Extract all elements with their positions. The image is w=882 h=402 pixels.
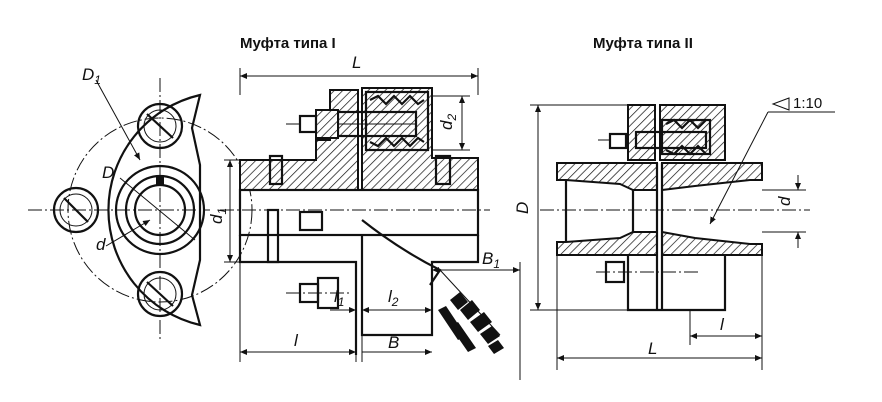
title-coupling-type-2: Муфта типа II [593, 35, 693, 52]
label-d1: d1 [207, 208, 229, 224]
end-view-D1-leader [95, 79, 141, 161]
label-d2: d2 [437, 114, 459, 130]
type2-bolt-top [598, 130, 708, 150]
type2-right-hub-bottom [661, 230, 763, 256]
label-D1: D1 [82, 65, 101, 87]
label-l1: l1 [334, 287, 344, 309]
type1-bolt-top [286, 109, 418, 139]
type2-right-hub-top [661, 162, 763, 192]
label-taper: 1:10 [793, 95, 822, 112]
label-B1: B1 [482, 249, 500, 271]
type2-taper-leader [709, 111, 769, 225]
end-view-D-leader [119, 177, 196, 241]
type2-spring-pocket [660, 118, 712, 156]
coupling-type-2: D d 1:10 L l [513, 95, 835, 370]
label-l2: l2 [388, 287, 399, 309]
type2-lower-flange [626, 255, 727, 312]
label-D: D [102, 163, 114, 182]
label-type2-l: l [720, 315, 725, 334]
type1-side-bolts [266, 154, 452, 264]
label-type2-L: L [648, 339, 657, 358]
label-type1-L: L [352, 53, 361, 72]
label-type2-D: D [513, 202, 532, 214]
taper-symbol-icon [771, 97, 790, 111]
end-view-d-leader [105, 219, 151, 247]
type1-bore [238, 188, 480, 237]
label-d: d [96, 235, 106, 254]
type1-left-hub-section [239, 89, 359, 191]
type2-left-hub-top [556, 162, 658, 191]
type2-left-hub-bottom [556, 231, 658, 256]
label-type1-l: l [294, 331, 299, 350]
coupling-type-1: L d2 d1 l l1 l2 B B1 [207, 53, 521, 380]
type1-spring-top [364, 90, 430, 152]
end-view-keyway [156, 176, 164, 186]
type2-bore-lines [564, 163, 664, 310]
type1-bolt-bottom [286, 276, 350, 310]
label-type2-d: d [775, 196, 794, 206]
end-view: D1 D d [28, 65, 253, 340]
label-B: B [388, 333, 399, 352]
type1-lower-right [360, 235, 480, 337]
title-coupling-type-1: Муфта типа I [240, 35, 336, 52]
type2-bolt-bottom [596, 260, 700, 284]
